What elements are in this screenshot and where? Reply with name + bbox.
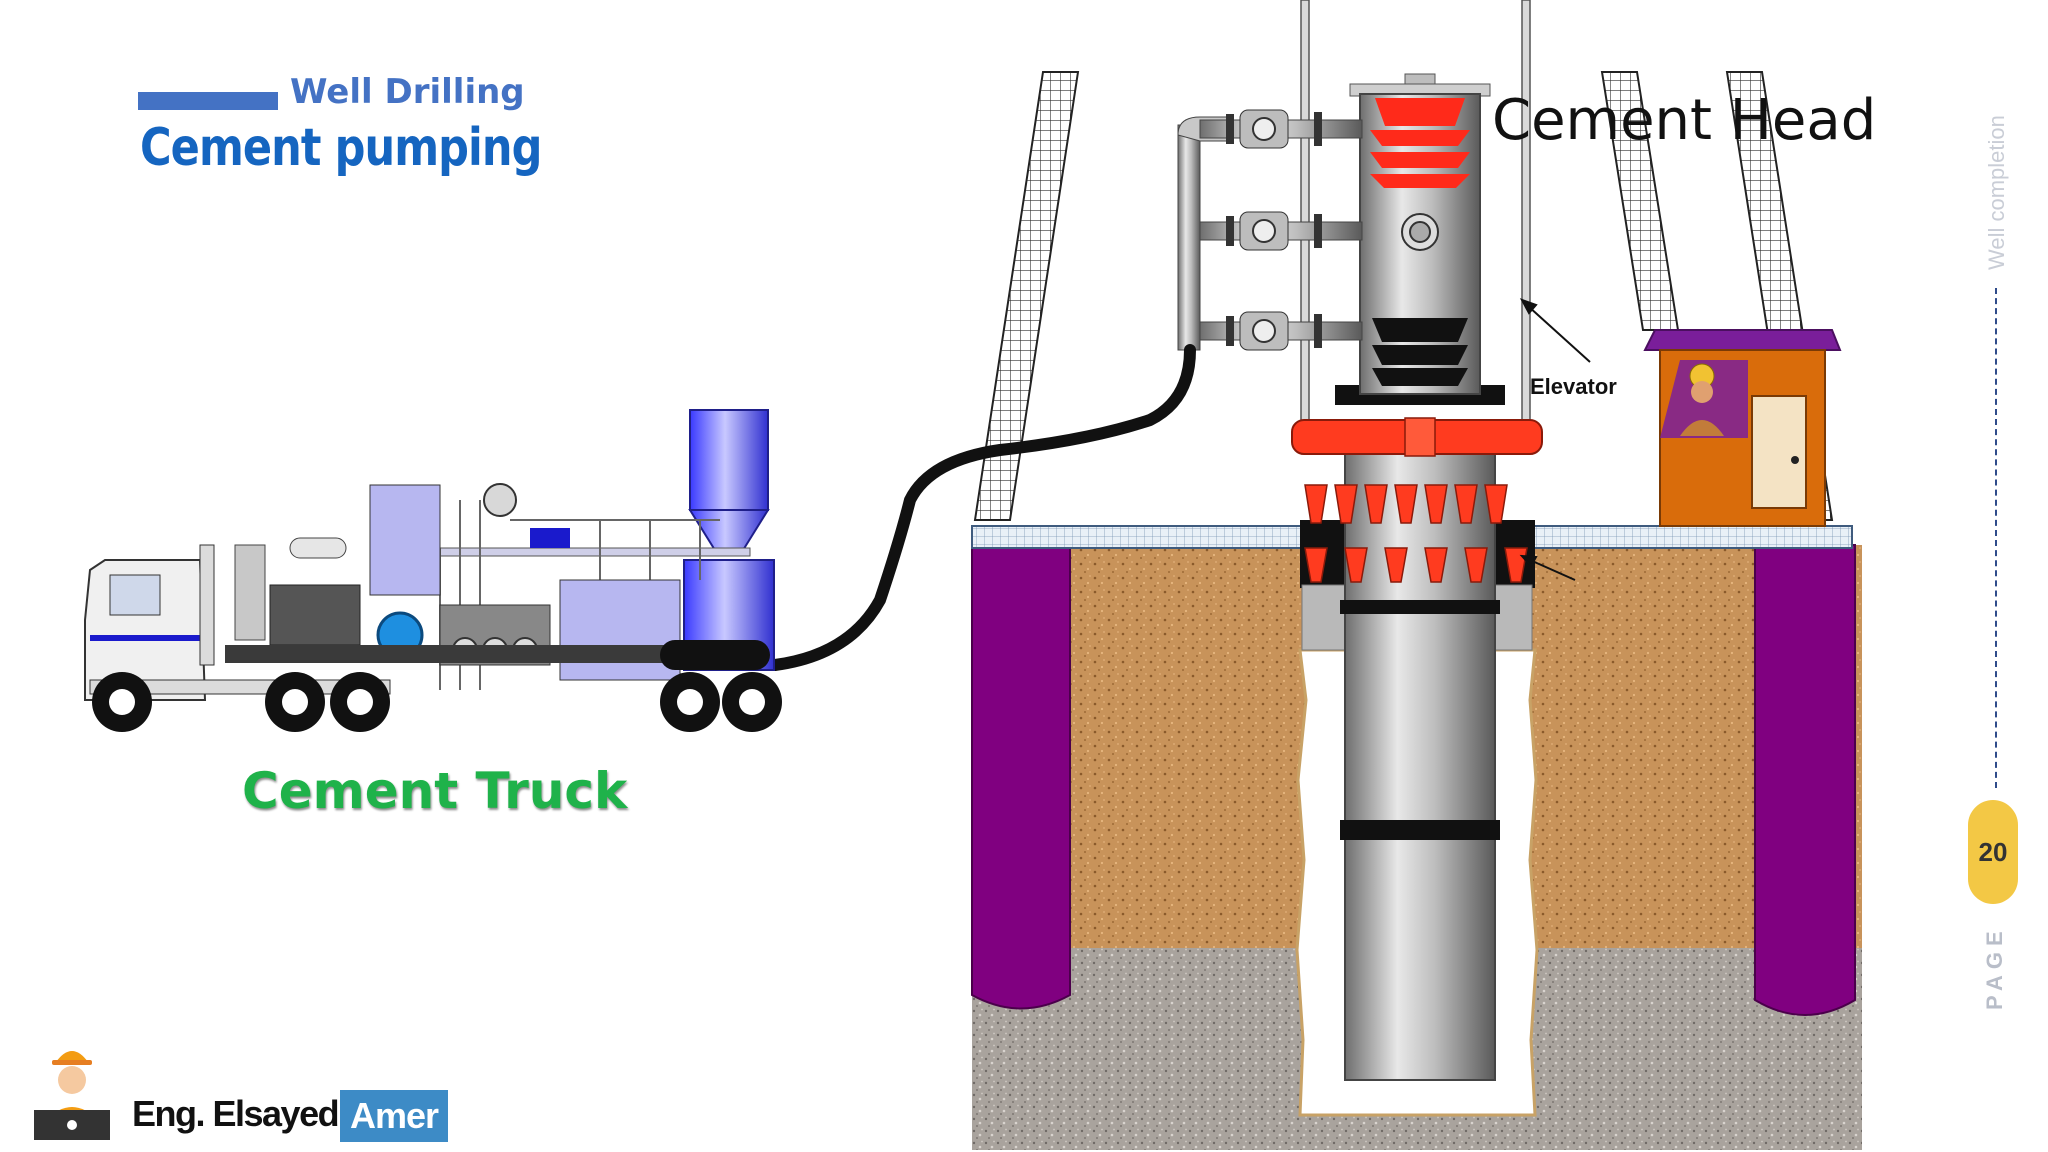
operator-icon xyxy=(1680,363,1724,436)
slips xyxy=(1304,484,1528,583)
operator-cabin xyxy=(1643,329,1842,527)
casing-supports xyxy=(971,544,1856,1016)
page-label-text: PAGE xyxy=(1982,925,2007,1010)
sidebar-dashed-line xyxy=(1995,288,1997,788)
pointer-arrows xyxy=(1519,298,1591,581)
laptop-icon xyxy=(34,1110,110,1140)
elevator-label: Elevator xyxy=(1530,374,1617,399)
header-accent-bar xyxy=(138,92,278,110)
elevator xyxy=(1291,385,1543,457)
author-badge: Amer xyxy=(340,1090,449,1142)
cement-hose xyxy=(769,344,1196,671)
cement-manifold xyxy=(1177,109,1363,351)
cement-head xyxy=(1349,73,1491,395)
cement-truck-label: Cement Truck xyxy=(242,762,628,820)
page-title: Cement pumping xyxy=(140,118,542,178)
page-number-badge: 20 xyxy=(1968,800,2018,904)
section-label-text: Well completion xyxy=(1984,115,2009,270)
engineer-icon xyxy=(34,1051,110,1140)
cement-truck-icon xyxy=(84,409,782,732)
casing-pipe xyxy=(1340,419,1500,1081)
author-name: Eng. Elsayed xyxy=(132,1093,340,1134)
cement-head-label: Cement Head xyxy=(1492,88,1877,153)
subtitle: Well Drilling xyxy=(290,72,525,112)
